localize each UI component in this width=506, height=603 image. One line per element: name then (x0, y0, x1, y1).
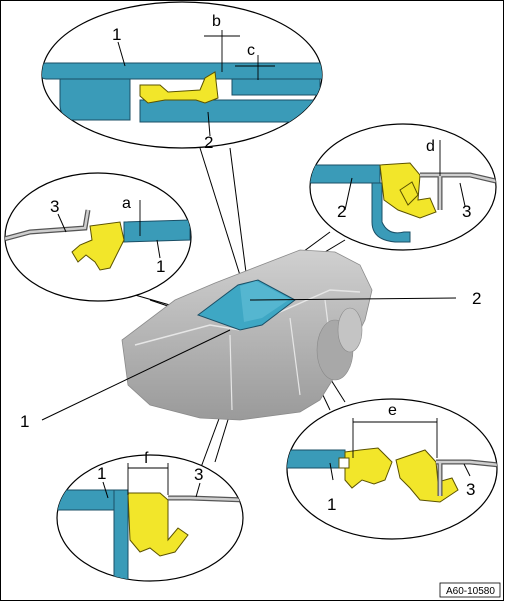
car-body (121, 249, 373, 421)
label-left-1: 1 (156, 257, 165, 276)
label-dim-f: f (144, 450, 149, 467)
detail-top-right-content (310, 162, 496, 243)
label-part-1-main: 1 (20, 412, 29, 431)
label-part-2-main: 2 (472, 289, 481, 308)
label-tr-3: 3 (462, 202, 471, 221)
reference-box (439, 582, 501, 598)
detail-left-content (5, 209, 191, 271)
detail-bottom-right (286, 398, 498, 540)
label-dim-a: a (122, 195, 131, 212)
label-top-2: 2 (204, 133, 213, 152)
car-callouts (41, 297, 457, 421)
detail-top-content (42, 62, 322, 123)
label-left-3: 3 (50, 197, 59, 216)
label-bl-1: 1 (97, 464, 106, 483)
label-br-3: 3 (466, 480, 475, 499)
label-dim-e: e (388, 402, 397, 419)
detail-bottom-left-content (57, 489, 243, 581)
label-br-1: 1 (327, 495, 336, 514)
detail-bottom-right-content (287, 447, 497, 503)
label-dim-d: d (426, 138, 435, 155)
label-dim-c: c (247, 42, 255, 59)
reference-code: A60-10580 (446, 586, 495, 597)
label-top-1: 1 (112, 25, 121, 44)
label-bl-3: 3 (194, 465, 203, 484)
label-dim-b: b (212, 13, 221, 30)
label-tr-2: 2 (337, 202, 346, 221)
